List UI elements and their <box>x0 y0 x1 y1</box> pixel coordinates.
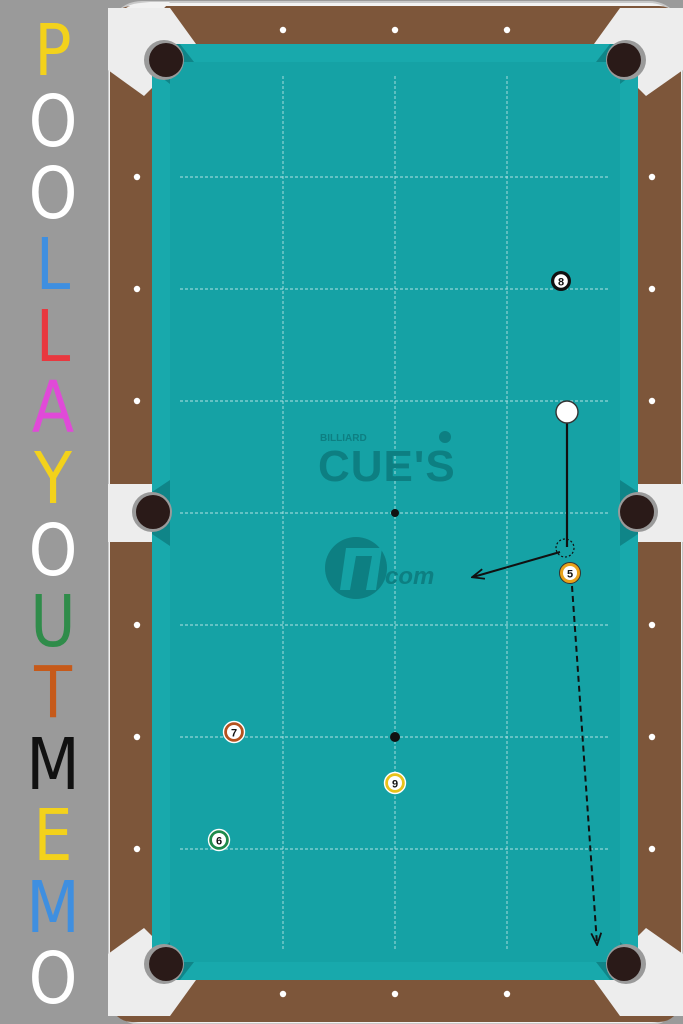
pocket-top-left <box>144 40 184 80</box>
cushion-left-upper <box>152 70 170 492</box>
cushion-right-lower <box>620 534 638 956</box>
logo-sub-text: com <box>385 563 434 590</box>
ball-5-label: 5 <box>567 569 573 581</box>
pocket-side-right <box>618 492 658 532</box>
title-letter: U <box>30 579 76 664</box>
logo-small-text: BILLIARD <box>320 433 367 444</box>
center-spot <box>391 509 399 517</box>
title-letter: A <box>31 365 75 450</box>
title-letter: E <box>33 793 73 878</box>
ball-7[interactable]: 7 <box>222 720 246 744</box>
ghost-ball <box>555 538 575 558</box>
ball-6[interactable]: 6 <box>207 828 231 852</box>
ball-8[interactable]: 8 <box>551 271 571 291</box>
balls: 8 5 7 9 6 <box>207 271 581 852</box>
pool-table-svg[interactable]: BILLIARD CUE'S com 8 <box>108 0 683 1024</box>
title-letter: L <box>35 222 71 307</box>
foot-spot <box>390 732 400 742</box>
pocket-bottom-left <box>144 944 184 984</box>
ball-7-label: 7 <box>231 728 237 740</box>
cue-deflection-arrow <box>473 551 561 577</box>
pocket-top-right <box>606 40 646 80</box>
title-letter: O <box>28 508 78 593</box>
logo-dot <box>439 431 451 443</box>
ball-9-label: 9 <box>392 779 398 791</box>
pocket-side-left <box>132 492 172 532</box>
title-letter: Y <box>34 436 72 521</box>
pool-table[interactable]: BILLIARD CUE'S com 8 <box>108 0 683 1024</box>
cushion-bottom <box>180 962 610 980</box>
title-letter: M <box>26 722 80 807</box>
ball-8-label: 8 <box>558 277 564 289</box>
title-letter: O <box>28 936 78 1021</box>
pocket-bottom-right <box>606 944 646 984</box>
rail-diamonds <box>133 26 656 998</box>
title-letter: L <box>35 293 71 378</box>
cushion-left-lower <box>152 534 170 956</box>
ball-6-label: 6 <box>216 836 222 848</box>
cushion-right-upper <box>620 70 638 492</box>
title-letter: P <box>34 8 72 93</box>
title-letter: O <box>28 79 78 164</box>
pockets <box>132 40 658 984</box>
title-letter: O <box>28 151 78 236</box>
logo-big-text: CUE'S <box>318 442 456 491</box>
title-letter: M <box>26 864 80 949</box>
title-letter: T <box>34 650 72 735</box>
title-sidebar: P O O L L A Y O U T M E M O <box>0 0 108 1024</box>
ball-9[interactable]: 9 <box>383 771 407 795</box>
cushion-top <box>180 44 610 62</box>
pool-layout-memo-title: P O O L L A Y O U T M E M O <box>26 15 80 1014</box>
billiard-cues-logo: BILLIARD CUE'S com <box>318 431 456 599</box>
ball-5[interactable]: 5 <box>559 562 581 584</box>
logo-cue-mark <box>340 548 382 590</box>
cue-ball[interactable] <box>555 400 579 424</box>
